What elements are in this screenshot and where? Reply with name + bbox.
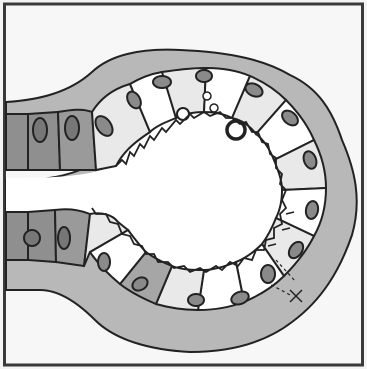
granule: [210, 104, 218, 112]
granule: [203, 92, 211, 100]
nucleus: [33, 118, 47, 142]
nucleus: [188, 294, 204, 306]
nucleus: [58, 227, 70, 249]
nucleus: [153, 76, 171, 88]
duct-cell: [6, 114, 28, 170]
granule: [177, 108, 189, 120]
nucleus: [24, 230, 40, 246]
nucleus: [196, 70, 212, 82]
nucleus: [65, 116, 79, 140]
nucleus: [261, 265, 275, 283]
nucleus: [98, 253, 110, 271]
duct-lower: [6, 209, 90, 266]
